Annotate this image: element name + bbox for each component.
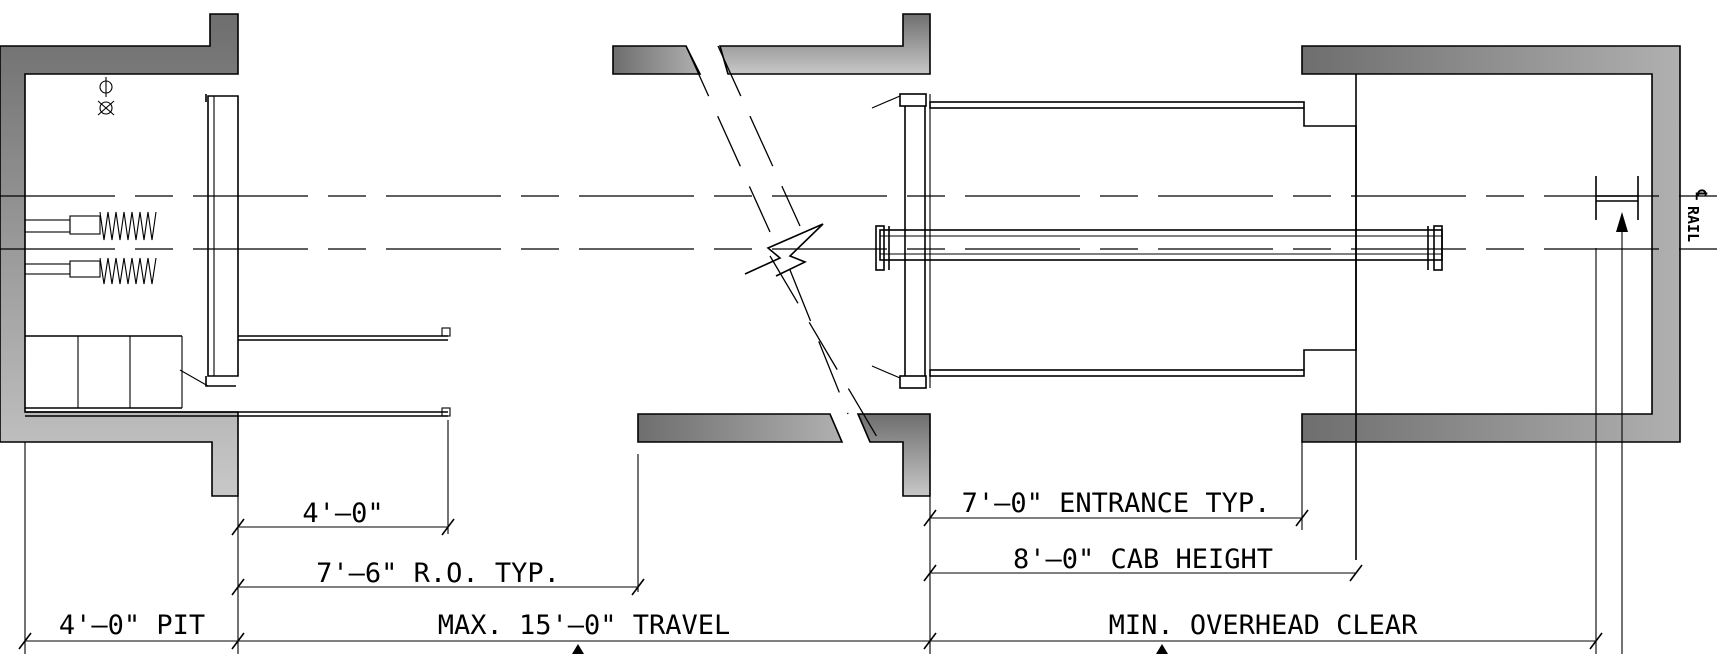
break-line-bottom-2 [789, 269, 849, 415]
break-zigzag [744, 223, 824, 277]
dim-label-platform: 4'–0" [302, 498, 383, 529]
break-line-bottom [769, 255, 881, 443]
buffer-spring-lower [24, 257, 157, 285]
pit-light-symbol [97, 77, 115, 116]
dim-label-entrance: 7'–0" ENTRANCE TYP. [962, 488, 1271, 519]
rail-label: RAIL [1684, 206, 1702, 242]
floor-slab-lower [637, 413, 844, 443]
dim-label-pit: 4'–0" PIT [59, 610, 205, 641]
platform-at-pit [25, 94, 451, 417]
dim-label-travel: MAX. 15'–0" TRAVEL [438, 610, 731, 641]
pit-ladder [25, 335, 183, 409]
dim-label-ro: 7'–6" R.O. TYP. [316, 558, 560, 589]
overhead-wall [1301, 45, 1681, 443]
pit-wall [0, 13, 239, 497]
rail-centerline-label: ℄ [1692, 189, 1710, 200]
break-line-top-2 [717, 45, 801, 227]
guide-rail-beam [1595, 176, 1639, 220]
floor-slab-upper [612, 45, 702, 75]
rail-arrow [1616, 212, 1628, 232]
landing-wall-upper [718, 13, 931, 75]
buffer-spring-upper [24, 211, 157, 241]
travel-arrow [572, 644, 584, 654]
break-line-top [685, 45, 771, 233]
overhead-arrow [1156, 644, 1168, 654]
landing-wall-lower [856, 413, 931, 497]
cab-upper [871, 74, 1443, 560]
dim-label-overhead: MIN. OVERHEAD CLEAR [1109, 610, 1419, 641]
dim-label-cab-height: 8'–0" CAB HEIGHT [1013, 544, 1273, 575]
